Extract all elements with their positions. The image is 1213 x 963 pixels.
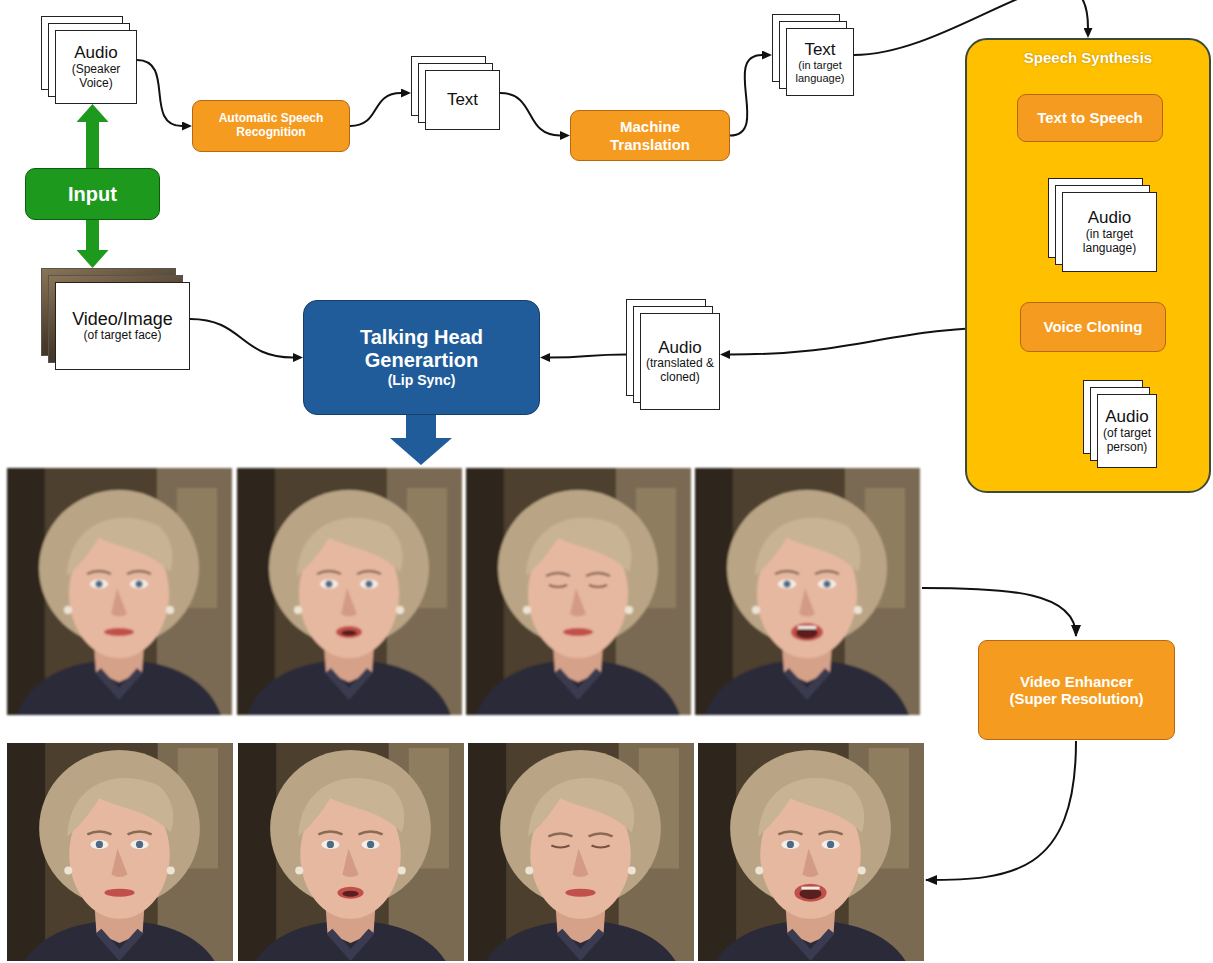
text-document: Text	[411, 56, 500, 130]
node-label: Text	[447, 90, 478, 110]
video-document: Video/Image(of target face)	[41, 268, 190, 370]
main-process-box: Talking Head Generartion(Lip Sync)	[303, 300, 540, 415]
process-box: Machine Translation	[570, 110, 730, 161]
flow-arrow	[190, 319, 293, 358]
node-label: Video Enhancer	[1020, 673, 1133, 690]
node-label: Speech Synthesis	[967, 49, 1209, 66]
node-sublabel: (Super Resolution)	[1009, 690, 1143, 707]
flow-arrow	[137, 60, 182, 126]
flow-arrow	[350, 93, 401, 126]
text-document: Text(in target language)	[772, 14, 854, 96]
node-label: Audio	[74, 43, 117, 63]
process-box: Text to Speech	[1017, 94, 1163, 142]
node-label: Text	[804, 40, 835, 60]
node-sublabel: (of target person)	[1101, 427, 1153, 455]
flow-arrow	[500, 93, 560, 136]
node-sublabel: (Speaker Voice)	[59, 63, 133, 91]
node-label: Audio	[658, 338, 701, 358]
node-label: Video/Image	[72, 309, 173, 330]
flow-arrow	[730, 55, 762, 136]
process-box: Video Enhancer(Super Resolution)	[978, 640, 1175, 740]
audio-document: Audio(of target person)	[1083, 380, 1157, 468]
process-box: Automatic Speech Recognition	[192, 100, 350, 152]
enhance-arrow	[922, 588, 1076, 636]
node-sublabel: (in target language)	[1066, 228, 1153, 256]
node-sublabel: (translated & cloned)	[644, 357, 716, 385]
input-box: Input	[25, 168, 160, 220]
audio-document: Audio(translated & cloned)	[626, 299, 720, 410]
node-sublabel: (Lip Sync)	[388, 372, 456, 388]
input-arrow	[86, 220, 99, 250]
input-arrow	[86, 122, 99, 168]
node-label: Talking Head Generartion	[312, 326, 531, 372]
node-label: Audio	[1088, 208, 1131, 228]
output-arrow	[390, 415, 452, 465]
enhance-arrow	[926, 741, 1076, 880]
node-label: Voice Cloning	[1044, 318, 1143, 335]
group-container: Speech SynthesisText to SpeechAudio(in t…	[965, 38, 1211, 493]
audio-document: Audio(Speaker Voice)	[41, 16, 137, 104]
node-label: Automatic Speech Recognition	[201, 112, 341, 140]
node-label: Text to Speech	[1037, 109, 1143, 126]
node-label: Machine Translation	[579, 118, 721, 153]
node-label: Audio	[1105, 407, 1148, 427]
flow-arrow	[550, 355, 626, 358]
node-sublabel: (in target language)	[790, 59, 850, 84]
process-box: Voice Cloning	[1020, 302, 1166, 352]
audio-document: Audio(in target language)	[1048, 178, 1157, 272]
node-label: Input	[68, 183, 117, 206]
node-sublabel: (of target face)	[83, 329, 161, 343]
